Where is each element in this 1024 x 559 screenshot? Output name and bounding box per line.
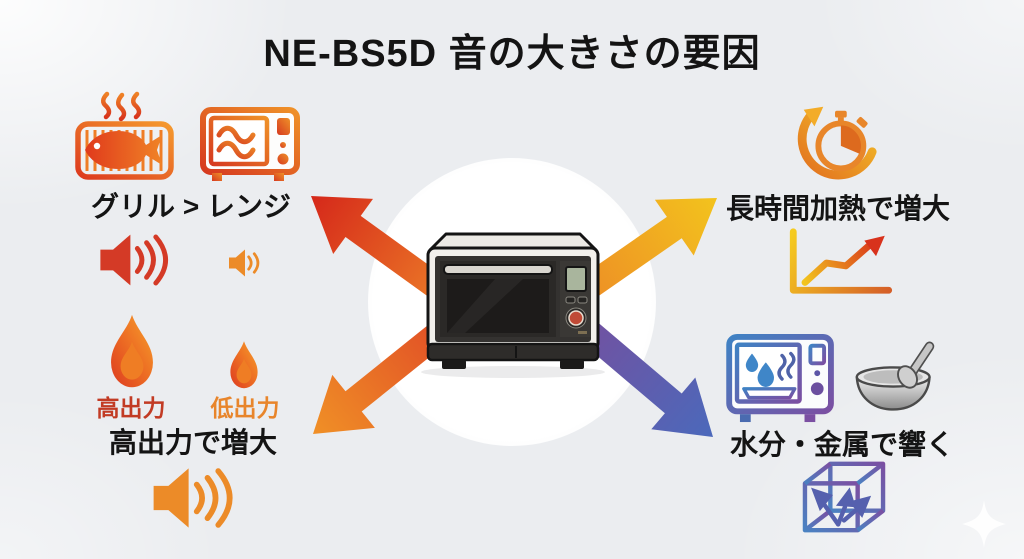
grill-fish-icon [75,91,174,180]
oven-handle [443,264,553,275]
large-flame-icon [111,314,153,388]
arrow-top-right [562,198,717,311]
loud-speaker-icon [100,234,168,286]
heating-duration-caption: 長時間加熱で増大 [725,193,951,224]
oven-button [577,296,588,304]
power-level-caption: 高出力で増大 [108,427,278,458]
oven-door-window [447,279,549,333]
arrow-bottom-left [313,309,464,434]
arrow-bottom-right [566,310,713,437]
sparkle-icon [962,500,1006,548]
heating-mode-caption: グリル > レンジ [91,191,291,222]
loud-speaker-icon [153,468,233,528]
sound-reflection-cube-icon [802,461,886,533]
steam-moisture-microwave-icon [726,334,834,423]
rising-line-chart-icon [789,228,893,294]
small-flame-icon [230,341,258,389]
moisture-metal-caption: 水分・金属で響く [729,429,955,460]
page-title: NE-BS5D 音の大きさの要因 [263,33,761,75]
quiet-speaker-icon [229,249,260,277]
range-microwave-icon [200,107,300,181]
arrow-top-left [311,196,463,311]
metal-bowl-spoon-icon [855,341,935,411]
water-drop-icon [757,362,774,388]
stopwatch-icon [797,106,877,180]
oven-button [565,296,576,304]
low-power-label: 低出力 [210,395,280,421]
high-power-label: 高出力 [96,395,166,421]
microwave-oven-illustration [421,232,605,378]
oven-lcd-display [565,266,587,292]
water-drop-icon [745,353,759,373]
oven-dial [568,310,584,326]
